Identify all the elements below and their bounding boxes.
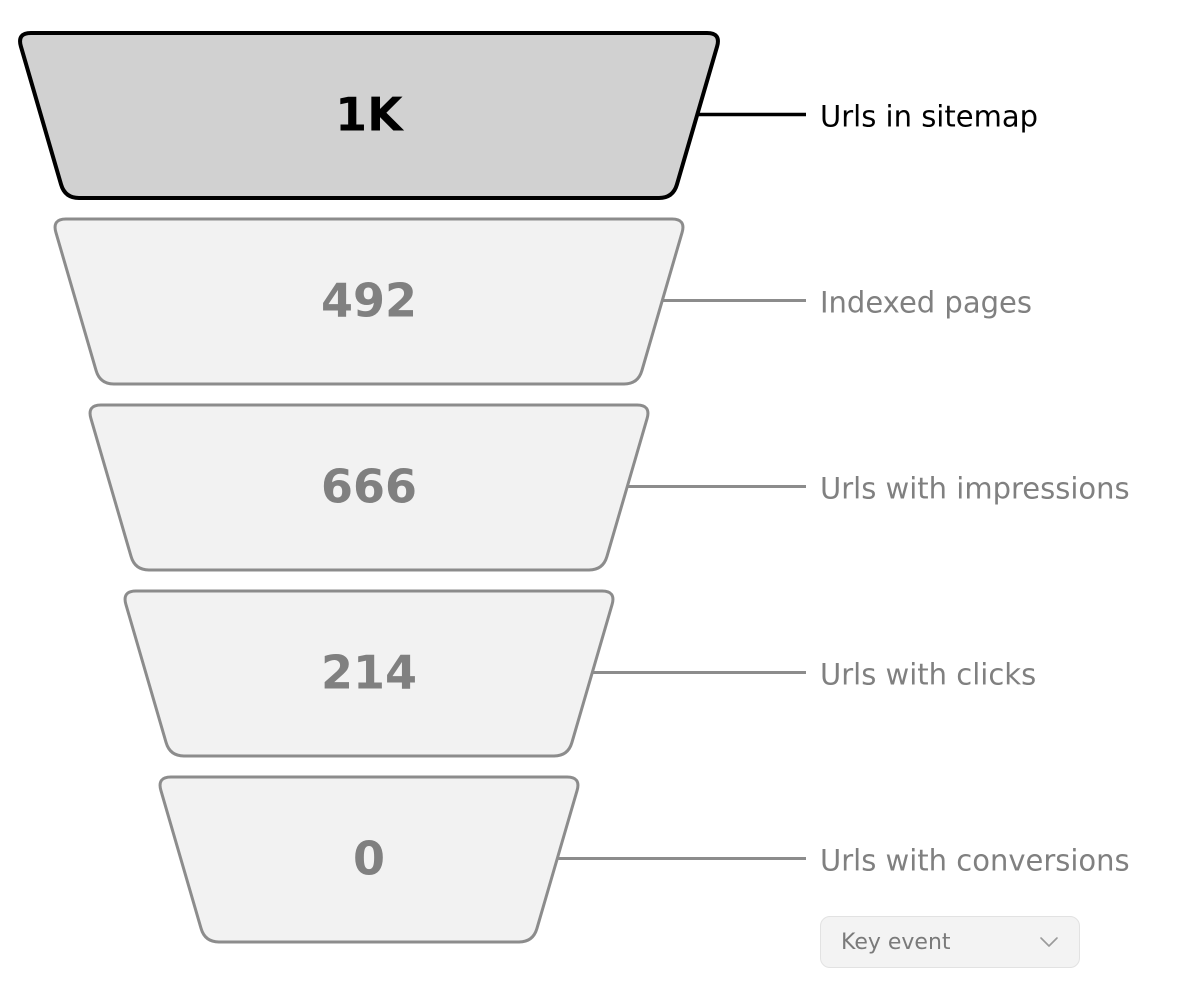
funnel-stage-value: 0 (353, 832, 385, 886)
funnel-stage-label: Urls with clicks (820, 658, 1036, 692)
funnel-stage-value: 492 (321, 274, 417, 328)
key-event-dropdown-value: Key event (841, 929, 951, 955)
funnel-stage-shape[interactable] (158, 775, 580, 944)
funnel-stage-shape[interactable] (18, 31, 720, 200)
funnel-stage-label: Urls with impressions (820, 472, 1130, 506)
funnel-stage[interactable]: 0 Urls with conversions (158, 775, 1130, 944)
key-event-dropdown[interactable]: Key event (820, 916, 1080, 968)
funnel-stage-shape[interactable] (53, 217, 685, 386)
funnel-stage-value: 1K (335, 88, 405, 142)
funnel-stage-value: 666 (321, 460, 417, 514)
funnel-stage-value: 214 (321, 646, 417, 700)
funnel-stage[interactable]: 492 Indexed pages (53, 217, 1032, 386)
funnel-stage[interactable]: 1K Urls in sitemap (18, 31, 1038, 200)
funnel-stage[interactable]: 214 Urls with clicks (123, 589, 1036, 758)
funnel-stage[interactable]: 666 Urls with impressions (88, 403, 1130, 572)
funnel-stage-shape[interactable] (123, 589, 615, 758)
chevron-down-icon (1039, 936, 1059, 948)
funnel-stage-label: Indexed pages (820, 286, 1032, 320)
funnel-stage-label: Urls with conversions (820, 844, 1130, 878)
funnel-stage-shape[interactable] (88, 403, 650, 572)
funnel-stage-label: Urls in sitemap (820, 100, 1038, 134)
